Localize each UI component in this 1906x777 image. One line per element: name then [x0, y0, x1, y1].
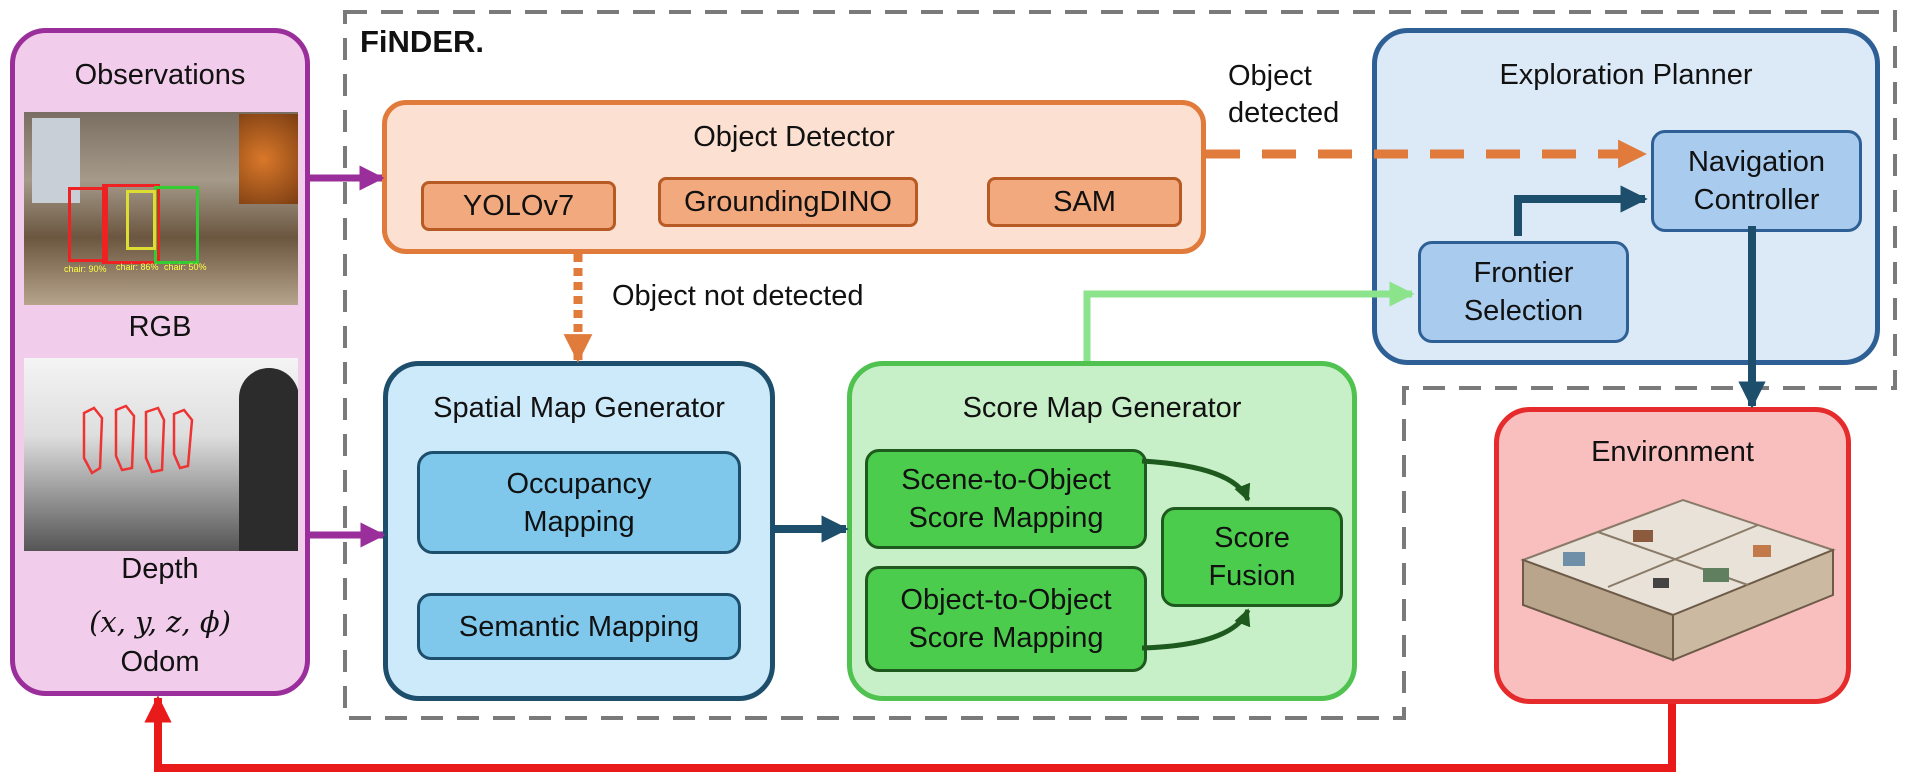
scene-to-object-chip: Scene-to-Object Score Mapping [865, 449, 1147, 549]
environment-house-image [1520, 498, 1836, 662]
object-to-object-chip: Object-to-Object Score Mapping [865, 566, 1147, 672]
depth-image [24, 358, 298, 551]
navigation-controller-chip: Navigation Controller [1651, 130, 1862, 232]
arrow-score-to-frontier [1083, 281, 1415, 361]
sam-chip: SAM [987, 177, 1182, 227]
yolov7-chip: YOLOv7 [421, 181, 616, 231]
environment-title: Environment [1591, 436, 1754, 468]
depth-person-shape [239, 368, 298, 551]
object-not-detected-label: Object not detected [612, 280, 864, 312]
semantic-mapping-chip: Semantic Mapping [417, 593, 741, 660]
groundingdino-chip: GroundingDINO [658, 177, 918, 227]
object-detector-panel: Object Detector YOLOv7 GroundingDINO SAM [382, 100, 1206, 254]
occupancy-mapping-chip: Occupancy Mapping [417, 451, 741, 554]
plant-shape [239, 114, 298, 204]
rgb-label: RGB [128, 311, 192, 343]
arrow-scene-to-fusion [1141, 458, 1251, 502]
spatial-map-panel: Spatial Map Generator Occupancy Mapping … [383, 361, 775, 701]
detection-label-1: chair: 90% [64, 264, 107, 274]
spatial-map-title: Spatial Map Generator [433, 392, 725, 424]
depth-chair-contours [82, 404, 194, 475]
score-map-panel: Score Map Generator Scene-to-Object Scor… [847, 361, 1357, 701]
chair-box-2 [102, 184, 160, 264]
chair-box-1 [68, 187, 108, 262]
detection-label-3: chair: 50% [164, 262, 207, 272]
rgb-image: chair: 90% chair: 86% chair: 50% [24, 112, 298, 305]
environment-panel: Environment [1494, 407, 1851, 704]
depth-label: Depth [121, 553, 199, 585]
object-detector-title: Object Detector [693, 121, 895, 153]
detection-label-2: chair: 86% [116, 262, 159, 272]
object-detected-label: Object detected [1228, 60, 1340, 129]
observations-title: Observations [74, 59, 246, 91]
arrow-environment-feedback [144, 695, 1676, 772]
arrow-frontier-to-navigation [1514, 185, 1648, 236]
finder-brand: FiNDER. [360, 24, 484, 59]
arrow-object-to-fusion [1141, 608, 1251, 651]
score-fusion-chip: Score Fusion [1161, 507, 1343, 607]
chair-box-4 [126, 190, 156, 250]
pose-formula: (x, y, z, ϕ) [89, 605, 231, 639]
exploration-planner-title: Exploration Planner [1499, 59, 1753, 91]
frontier-selection-chip: Frontier Selection [1418, 241, 1629, 343]
odom-label: Odom [120, 646, 200, 678]
score-map-title: Score Map Generator [962, 392, 1242, 424]
observations-panel: Observations chair: 90% chair: 86% chair… [10, 28, 310, 696]
